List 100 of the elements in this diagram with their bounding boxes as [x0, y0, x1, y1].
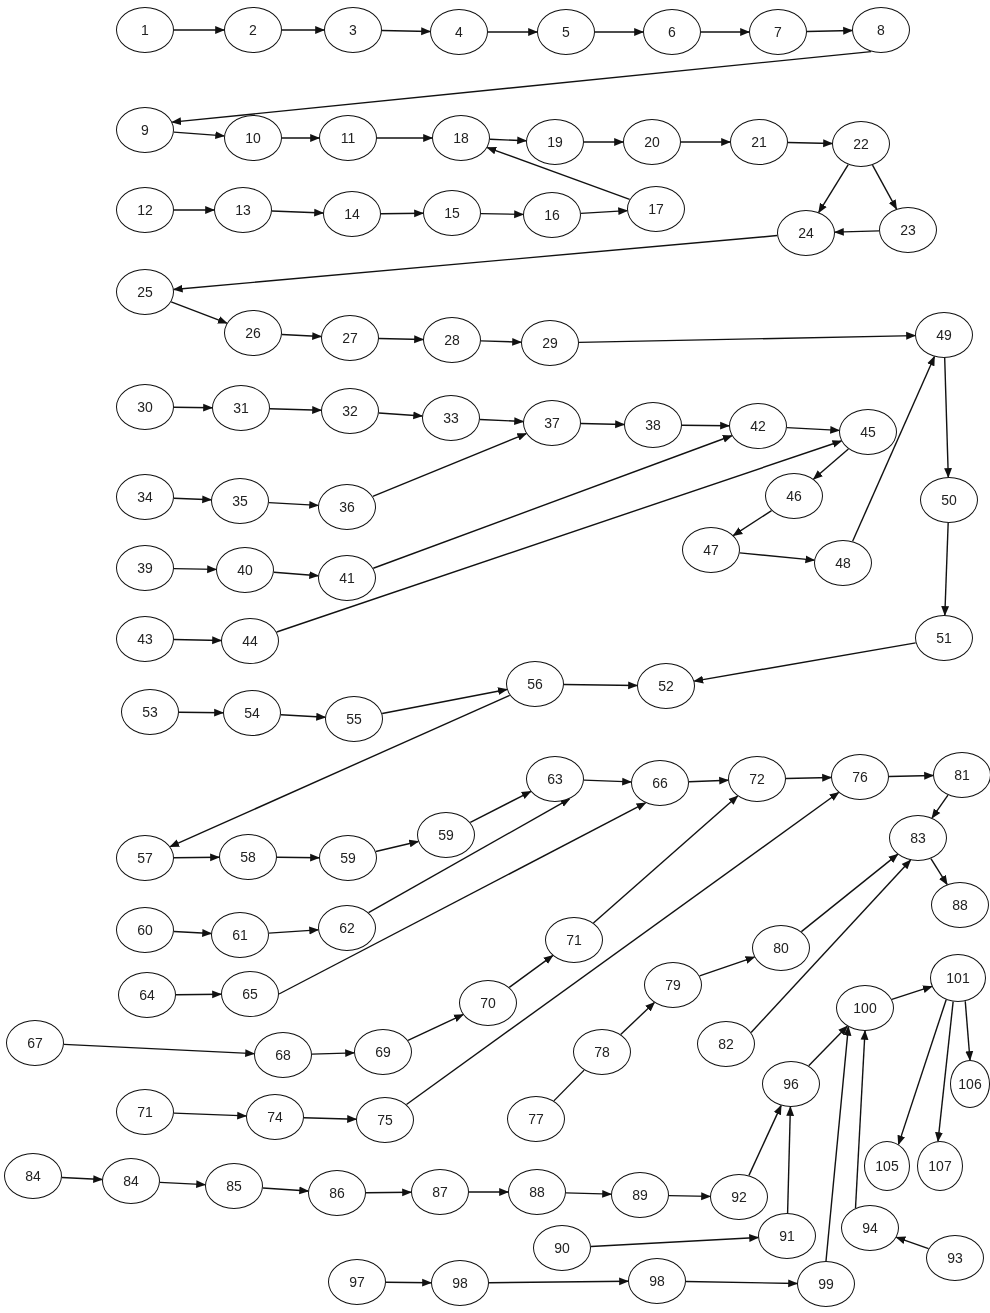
node-label: 66: [652, 775, 668, 791]
node-ellipse: [697, 1021, 755, 1067]
node-label: 27: [342, 330, 358, 346]
node-label: 20: [644, 134, 660, 150]
node-label: 18: [453, 130, 469, 146]
node-ellipse: [254, 1032, 312, 1078]
arrow: [173, 853, 220, 862]
node-label: 59: [340, 850, 356, 866]
node-ellipse: [423, 190, 481, 236]
node-label: 65: [242, 986, 258, 1002]
node-label: 30: [137, 399, 153, 415]
arrow: [280, 712, 327, 721]
node-ellipse: [644, 962, 702, 1008]
node-ellipse: [864, 1141, 910, 1191]
arrow: [469, 790, 532, 824]
node-label: 84: [25, 1168, 41, 1184]
node-ellipse: [623, 119, 681, 165]
arrow: [944, 357, 952, 478]
node-ellipse: [852, 7, 910, 53]
node-label: 39: [137, 560, 153, 576]
node-ellipse: [221, 971, 279, 1017]
arrow: [583, 138, 624, 146]
node-ellipse: [216, 547, 274, 593]
node-ellipse: [777, 210, 835, 256]
arrow: [480, 210, 524, 219]
node-label: 82: [718, 1036, 734, 1052]
arrow: [486, 146, 631, 201]
node-ellipse: [832, 121, 890, 167]
node-ellipse: [221, 618, 279, 664]
node-ellipse: [319, 835, 377, 881]
arrow: [580, 420, 625, 429]
node-ellipse: [915, 312, 973, 358]
arrow: [380, 209, 424, 218]
arrow: [583, 777, 632, 786]
arrow: [590, 1234, 760, 1248]
arrow: [563, 681, 638, 690]
node-label: 61: [232, 927, 248, 943]
arrow: [700, 28, 750, 36]
node-ellipse: [533, 1225, 591, 1271]
node-ellipse: [508, 1169, 566, 1215]
node-label: 29: [542, 335, 558, 351]
arrow: [592, 795, 739, 924]
arrow: [668, 1192, 711, 1201]
node-ellipse: [950, 1060, 990, 1108]
node-label: 88: [529, 1184, 545, 1200]
arrow: [739, 552, 816, 564]
node-ellipse: [749, 9, 807, 55]
node-label: 24: [798, 225, 814, 241]
node-ellipse: [116, 7, 174, 53]
node-label: 44: [242, 633, 258, 649]
node-ellipse: [930, 954, 986, 1002]
node-label: 62: [339, 920, 355, 936]
node-label: 101: [946, 970, 970, 986]
node-ellipse: [611, 1172, 669, 1218]
node-ellipse: [102, 1158, 160, 1204]
node-ellipse: [354, 1029, 412, 1075]
node-ellipse: [4, 1153, 62, 1199]
node-ellipse: [318, 555, 376, 601]
node-label: 75: [377, 1112, 393, 1128]
node-ellipse: [211, 478, 269, 524]
node-ellipse: [545, 917, 603, 963]
node-label: 86: [329, 1185, 345, 1201]
node-label: 41: [339, 570, 355, 586]
arrow: [173, 26, 225, 34]
node-ellipse: [879, 207, 937, 253]
node-ellipse: [507, 1096, 565, 1142]
node-label: 53: [142, 704, 158, 720]
arrow: [812, 448, 850, 480]
node-label: 7: [774, 24, 782, 40]
node-ellipse: [537, 9, 595, 55]
node-label: 34: [137, 489, 153, 505]
arrow: [175, 990, 222, 999]
node-ellipse: [523, 400, 581, 446]
arrow: [854, 1030, 869, 1209]
node-ellipse: [224, 115, 282, 161]
arrow: [378, 335, 424, 344]
arrow: [173, 206, 215, 214]
arrow: [834, 227, 880, 236]
node-ellipse: [321, 388, 379, 434]
node-ellipse: [411, 1169, 469, 1215]
node-label: 68: [275, 1047, 291, 1063]
node-ellipse: [116, 384, 174, 430]
node-ellipse: [118, 972, 176, 1018]
node-ellipse: [219, 834, 277, 880]
arrow: [565, 1190, 612, 1198]
node-ellipse: [765, 473, 823, 519]
arrow: [276, 853, 320, 862]
node-ellipse: [205, 1163, 263, 1209]
node-ellipse: [628, 1258, 686, 1304]
arrow: [785, 773, 832, 782]
arrow: [580, 207, 629, 216]
arrow: [787, 139, 833, 148]
arrow: [172, 234, 778, 293]
node-label: 2: [249, 22, 257, 38]
arrow: [278, 802, 647, 995]
arrow: [895, 1236, 930, 1250]
node-ellipse: [762, 1061, 820, 1107]
node-label: 71: [566, 932, 582, 948]
node-ellipse: [116, 474, 174, 520]
node-label: 100: [853, 1000, 877, 1016]
